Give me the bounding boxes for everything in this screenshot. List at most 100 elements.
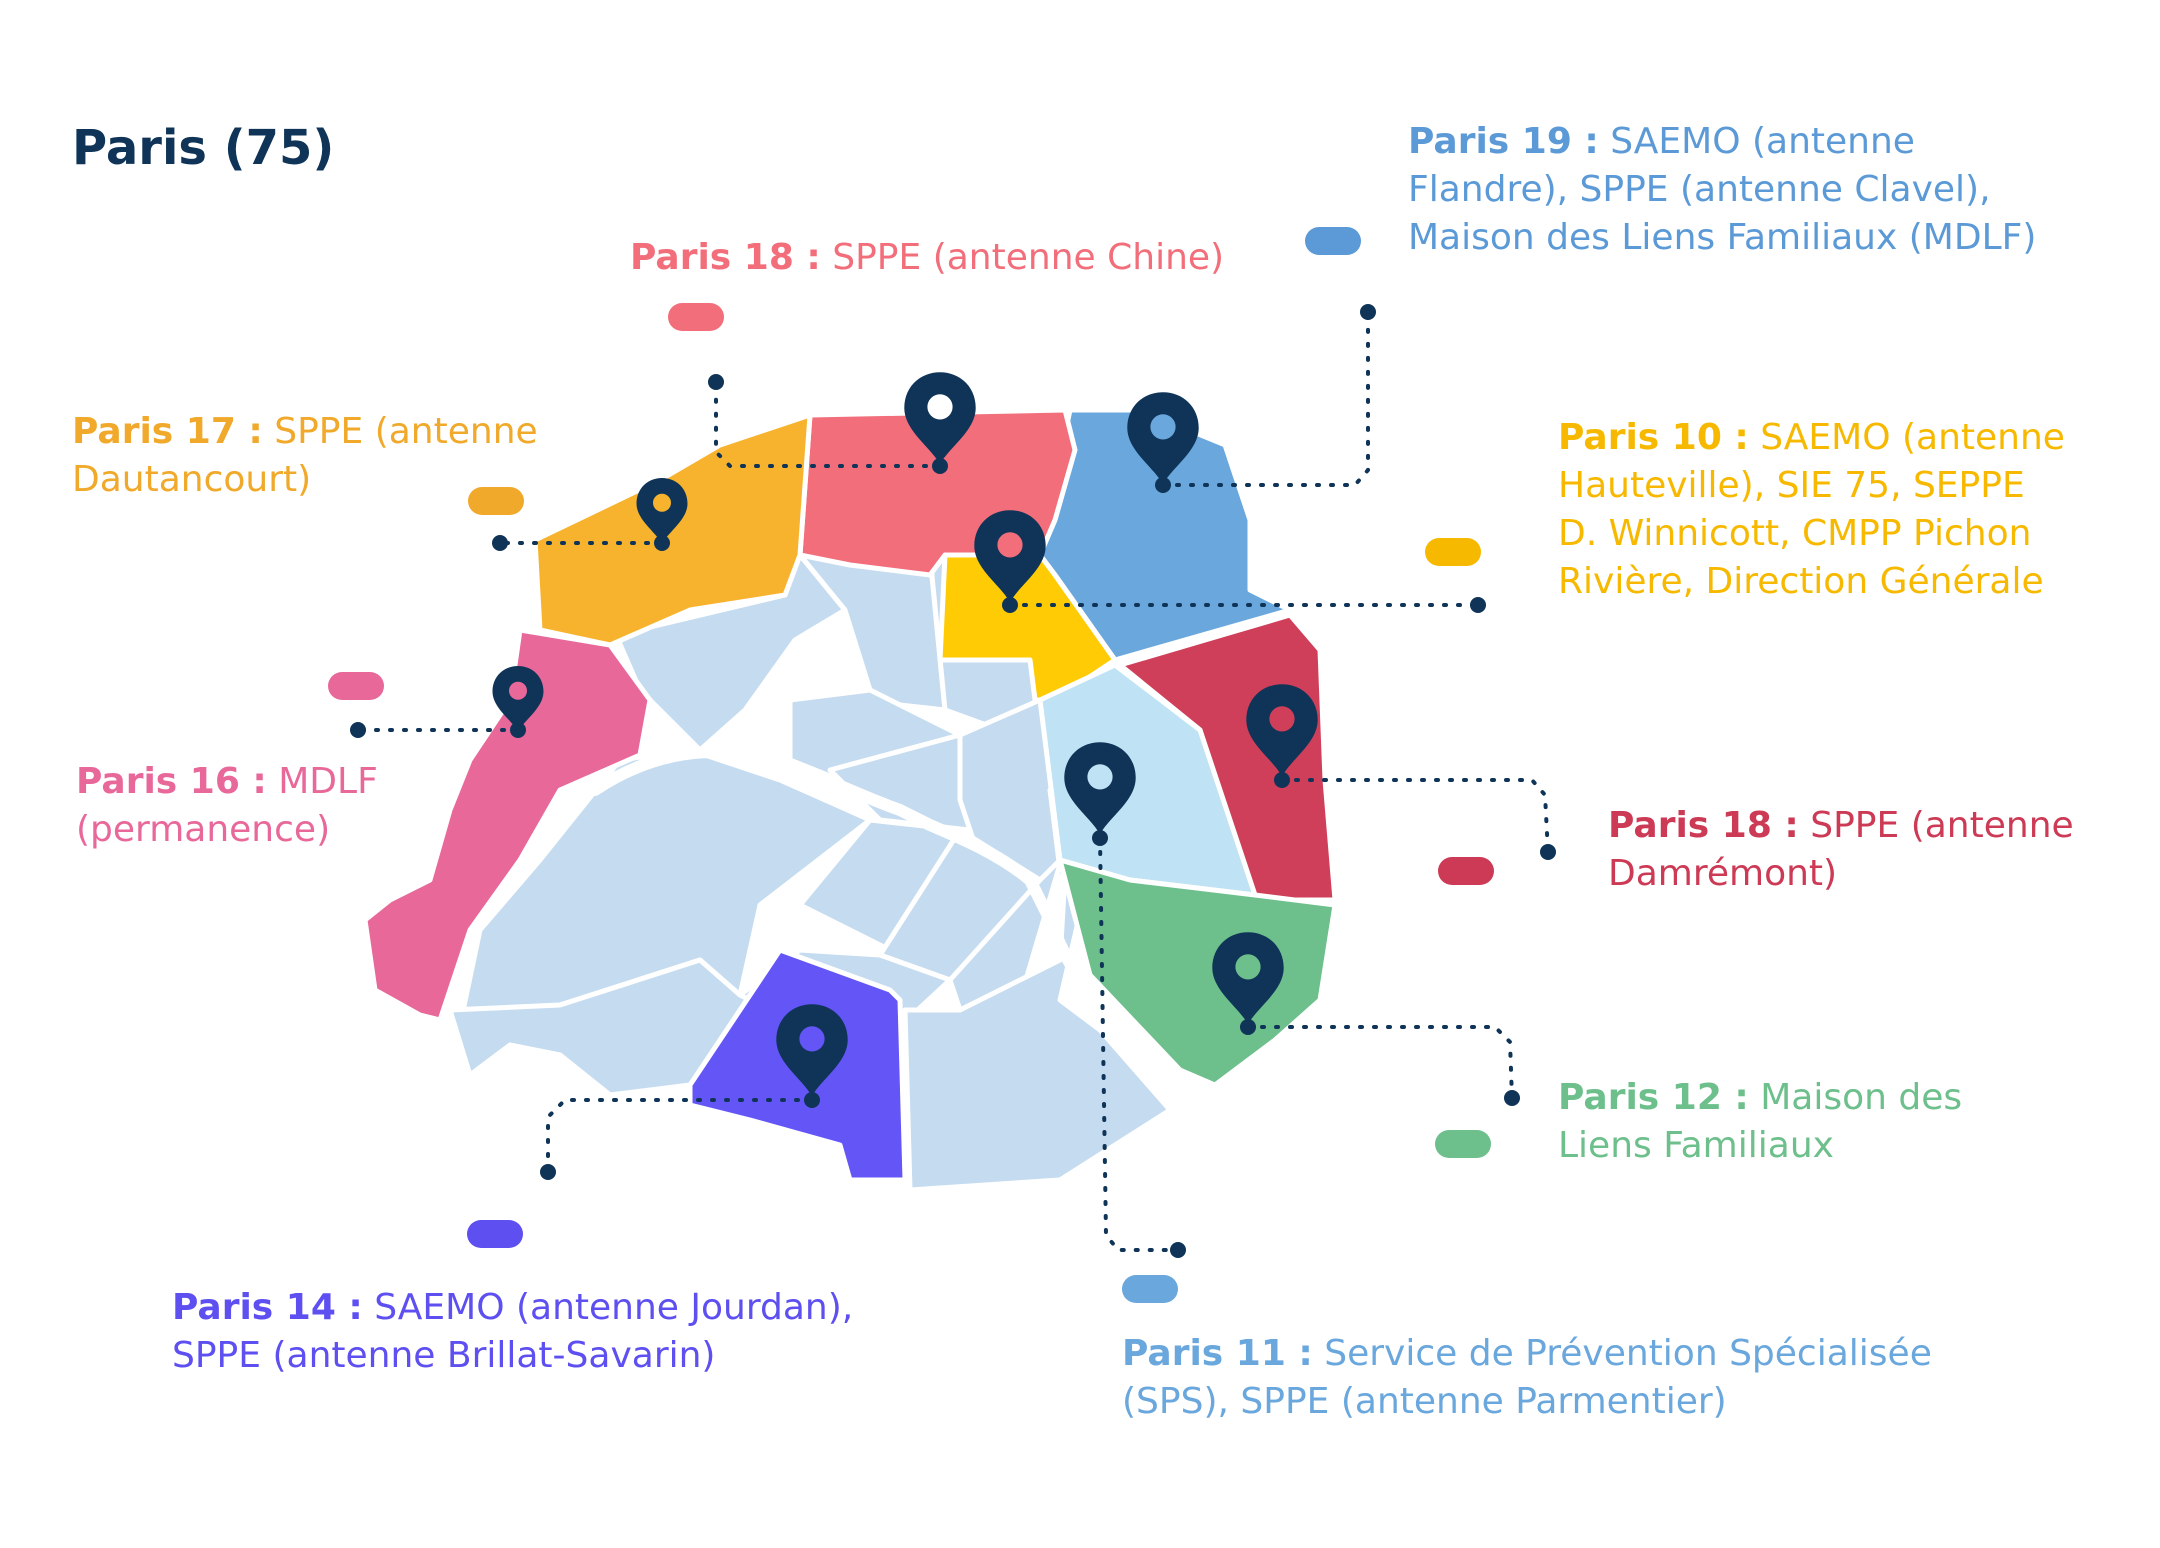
connector-end-14 — [540, 1164, 556, 1180]
label-paris-18-chine-heading: Paris 18 : — [630, 237, 821, 278]
label-paris-10-line: Hauteville), SIE 75, SEPPE — [1558, 465, 2025, 506]
connector-paris-18-chine — [714, 380, 942, 468]
label-paris-11-line: (SPS), SPPE (antenne Parmentier) — [1122, 1381, 1727, 1422]
pin-base-18c — [932, 458, 948, 474]
map-pin-center — [1150, 414, 1176, 440]
label-paris-16: Paris 16 : MDLF (permanence) — [76, 758, 378, 854]
page-title: Paris (75) — [72, 120, 335, 176]
map-pin-icon-paris-14 — [776, 1004, 848, 1097]
label-paris-11-heading: Paris 11 : — [1122, 1333, 1313, 1374]
label-paris-10-heading: Paris 10 : — [1558, 417, 1749, 458]
label-paris-16-line: (permanence) — [76, 809, 331, 850]
label-paris-19-line: Flandre), SPPE (antenne Clavel), — [1408, 169, 1991, 210]
pin-base-19 — [1155, 477, 1171, 493]
pill-paris-19 — [1305, 227, 1361, 255]
connector-end-17 — [492, 535, 508, 551]
connector-paris-18-damremont — [1280, 778, 1550, 854]
label-paris-19-line: Maison des Liens Familiaux (MDLF) — [1408, 217, 2037, 258]
pin-base-12 — [1240, 1019, 1256, 1035]
label-paris-18-chine-line: SPPE (antenne Chine) — [820, 237, 1225, 278]
label-paris-18-damremont-line: Damrémont) — [1608, 853, 1838, 894]
map-pin-center — [1235, 954, 1261, 980]
connector-end-12 — [1504, 1090, 1520, 1106]
label-paris-19-heading: Paris 19 : — [1408, 121, 1599, 162]
connector-end-16 — [350, 722, 366, 738]
label-paris-14-text: Paris 14 : SAEMO (antenne Jourdan), SPPE … — [172, 1287, 853, 1376]
connector-end-19 — [1360, 304, 1376, 320]
pill-paris-14 — [467, 1220, 523, 1248]
label-paris-16-line: MDLF — [266, 761, 378, 802]
label-paris-16-text: Paris 16 : MDLF (permanence) — [76, 761, 378, 850]
pin-base-10 — [1002, 597, 1018, 613]
map-pin-center — [1269, 706, 1295, 732]
connector-end-18d — [1540, 844, 1556, 860]
map-pin-icon-paris-10 — [974, 510, 1046, 603]
district-paris-12 — [1057, 857, 1338, 1088]
central-district-2 — [797, 552, 948, 713]
label-paris-11-text: Paris 11 : Service de Prévention Spécial… — [1122, 1333, 1932, 1422]
map-pin-icon-paris-11 — [1064, 742, 1136, 835]
label-paris-14-line: SAEMO (antenne Jourdan), — [362, 1287, 854, 1328]
label-paris-16-heading: Paris 16 : — [76, 761, 267, 802]
label-paris-17-line: SPPE (antenne — [262, 411, 538, 452]
map-pin-center — [799, 1026, 825, 1052]
label-paris-14-heading: Paris 14 : — [172, 1287, 363, 1328]
label-paris-18-chine: Paris 18 : SPPE (antenne Chine) — [630, 234, 1224, 282]
pill-paris-18-chine — [668, 303, 724, 331]
label-paris-19-line: SAEMO (antenne — [1598, 121, 1915, 162]
connector-paris-12 — [1246, 1025, 1514, 1100]
pill-paris-12 — [1435, 1130, 1491, 1158]
pill-paris-16 — [328, 672, 384, 700]
pill-paris-18-damremont — [1438, 857, 1494, 885]
label-paris-10-line: D. Winnicott, CMPP Pichon — [1558, 513, 2032, 554]
map-pin-icon-paris-18-chine — [904, 372, 976, 465]
pin-base-11 — [1092, 830, 1108, 846]
pin-base-14 — [804, 1092, 820, 1108]
label-paris-10-line: SAEMO (antenne — [1748, 417, 2065, 458]
connector-paris-19 — [1161, 310, 1370, 487]
map-pin-icon-paris-18-damremont — [1246, 684, 1318, 777]
pill-paris-10 — [1425, 538, 1481, 566]
map-pin-center — [653, 493, 671, 512]
connector-end-18c — [708, 374, 724, 390]
district-paris-16 — [362, 627, 653, 1023]
pill-paris-11 — [1122, 1275, 1178, 1303]
map-pin-center — [509, 681, 527, 700]
label-paris-14: Paris 14 : SAEMO (antenne Jourdan), SPPE … — [172, 1284, 853, 1380]
label-paris-11-line: Service de Prévention Spécialisée — [1312, 1333, 1932, 1374]
map-pin-center — [1087, 764, 1113, 790]
label-paris-12-heading: Paris 12 : — [1558, 1077, 1749, 1118]
pin-base-18d — [1274, 772, 1290, 788]
map-pin-center — [927, 394, 953, 420]
connector-end-10 — [1470, 597, 1486, 613]
label-paris-17-heading: Paris 17 : — [72, 411, 263, 452]
label-paris-10-line: Rivière, Direction Générale — [1558, 561, 2044, 602]
label-paris-12-line: Maison des — [1748, 1077, 1963, 1118]
label-paris-11: Paris 11 : Service de Prévention Spécial… — [1122, 1330, 1932, 1426]
pill-paris-17 — [468, 487, 524, 515]
map-pin-icon-paris-12 — [1212, 932, 1284, 1025]
connector-end-11 — [1170, 1242, 1186, 1258]
map-pin-center — [997, 532, 1023, 558]
label-paris-18-damremont-line: SPPE (antenne — [1798, 805, 2074, 846]
label-paris-18-chine-text: Paris 18 : SPPE (antenne Chine) — [630, 237, 1224, 278]
map-pin-icon-paris-19 — [1127, 392, 1199, 485]
map-pin-icon-paris-17 — [636, 478, 688, 544]
map-pin-icon-paris-16 — [492, 666, 544, 732]
seine-river — [589, 745, 1176, 1106]
label-paris-18-damremont-heading: Paris 18 : — [1608, 805, 1799, 846]
connector-paris-11 — [1098, 836, 1180, 1252]
label-paris-12-line: Liens Familiaux — [1558, 1125, 1834, 1166]
label-paris-14-line: SPPE (antenne Brillat-Savarin) — [172, 1335, 716, 1376]
